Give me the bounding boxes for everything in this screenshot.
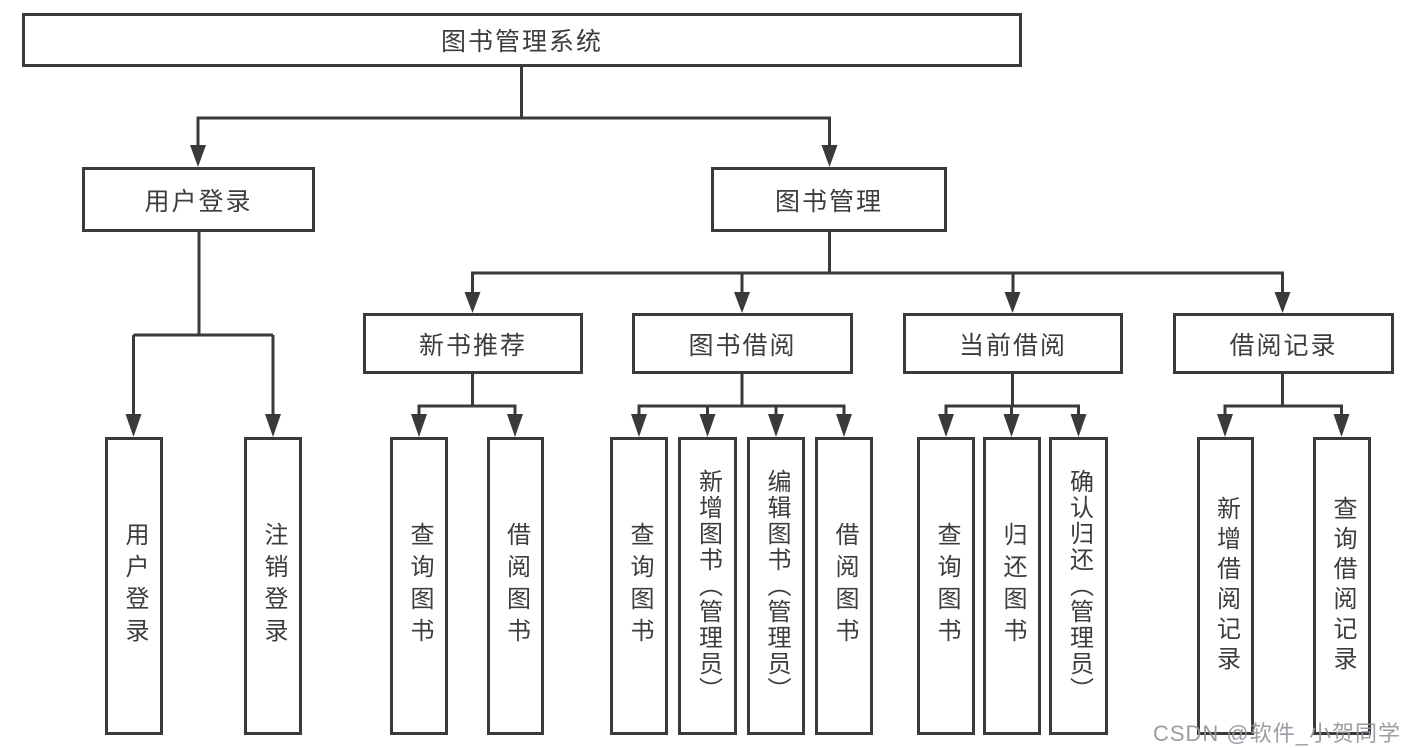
leaf-node-query-books-2: 查询图书 [610,437,668,735]
node-label: 用户登录 [144,187,253,216]
node-book-management: 图书管理 [711,167,947,232]
leaf-node-borrow-books-2: 借阅图书 [815,437,873,735]
root-node-label: 图书管理系统 [440,28,603,56]
arrow-down-icon [938,414,954,437]
arrow-down-icon [1274,292,1291,313]
leaf-node-edit-books-admin: 编辑图书（管理员） [747,437,805,735]
leaf-label: 新增借阅记录 [1212,496,1240,676]
leaf-label: 用户登录 [121,522,148,650]
leaf-label: 确认归还（管理员） [1065,469,1093,703]
arrow-down-icon [1004,292,1021,313]
leaf-label: 借阅图书 [502,522,530,650]
arrow-down-icon [411,414,427,437]
borrow-branch [637,404,846,420]
node-user-login: 用户登录 [82,167,315,232]
arrow-down-icon [768,414,784,437]
leaf-node-borrow-books-1: 借阅图书 [487,437,544,735]
leaf-label: 查询图书 [933,522,960,650]
level3-stems [471,374,1284,406]
arrow-down-icon [464,292,481,313]
arrow-down-icon [699,414,716,437]
leaf-label: 查询图书 [406,522,433,650]
leaf-label: 归还图书 [999,522,1026,650]
root-node-library-system: 图书管理系统 [22,13,1022,67]
arrow-down-icon [631,414,647,437]
node-new-book-recommend: 新书推荐 [363,313,583,374]
arrow-down-icon [507,414,523,437]
leaf-node-query-borrow-record: 查询借阅记录 [1313,437,1371,735]
user-login-branch [132,232,275,420]
node-label: 当前借阅 [958,331,1067,360]
arrow-down-icon [265,414,281,437]
arrow-down-icon [1333,414,1350,437]
leaf-label: 编辑图书（管理员） [763,469,790,703]
leaf-label: 查询图书 [626,522,653,650]
records-branch [1223,404,1343,420]
leaf-node-return-books: 归还图书 [983,437,1041,735]
leaf-node-logout: 注销登录 [244,437,302,735]
recommend-branch [417,404,517,420]
node-label: 图书借阅 [688,331,797,360]
arrow-down-icon [190,145,206,167]
node-label: 图书管理 [774,187,883,216]
book-mgmt-branch [471,232,1284,297]
node-borrow-records: 借阅记录 [1173,313,1394,374]
leaf-node-confirm-return-admin: 确认归还（管理员） [1049,437,1108,735]
arrow-down-icon [1003,414,1020,437]
leaf-node-query-books-3: 查询图书 [917,437,975,735]
leaf-label: 新增图书（管理员） [694,469,722,703]
node-label: 借阅记录 [1229,331,1338,360]
leaf-node-add-books-admin: 新增图书（管理员） [678,437,737,735]
arrowheads [125,145,1350,437]
arrow-down-icon [125,414,142,437]
arrow-down-icon [734,292,750,313]
node-label: 新书推荐 [418,331,527,360]
csdn-watermark: CSDN @软件_小贺同学 [1152,721,1401,746]
leaf-label: 查询借阅记录 [1329,496,1356,676]
leaf-node-add-borrow-record: 新增借阅记录 [1197,437,1254,735]
leaf-label: 注销登录 [260,522,287,650]
node-book-borrow: 图书借阅 [632,313,853,374]
leaf-label: 借阅图书 [831,522,858,650]
leaf-node-query-books-1: 查询图书 [390,437,448,735]
leaf-node-user-login: 用户登录 [105,437,163,735]
node-current-borrow: 当前借阅 [903,313,1123,374]
arrow-down-icon [821,145,838,167]
level1-branch [196,116,831,150]
arrow-down-icon [1217,414,1233,437]
arrow-down-icon [1070,414,1087,437]
arrow-down-icon [836,414,852,437]
